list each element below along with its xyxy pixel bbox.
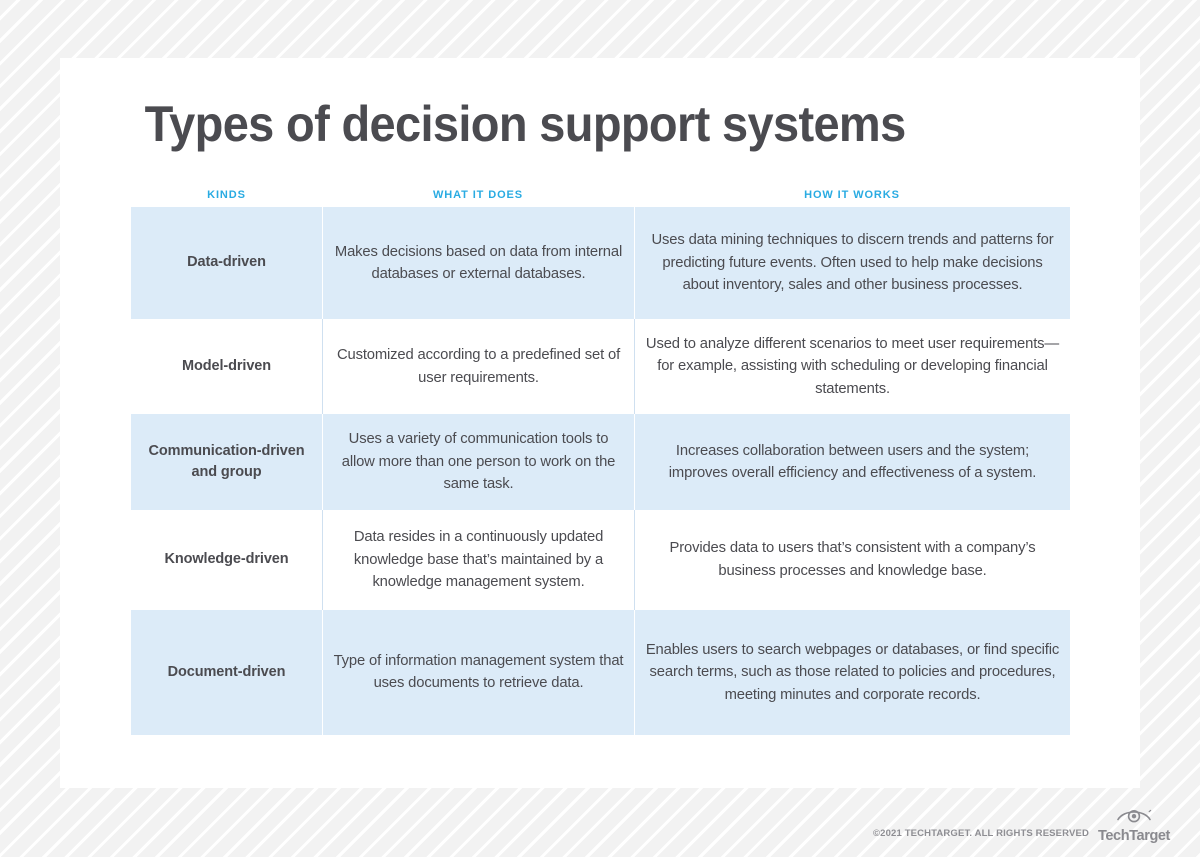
copyright-text: ©2021 TECHTARGET. ALL RIGHTS RESERVED (873, 828, 1089, 839)
cell-kind: Model-driven (181, 358, 272, 375)
cell-what-it-does: Makes decisions based on data from inter… (322, 207, 634, 319)
cell-what-it-does: Customized according to a predefined set… (322, 319, 634, 415)
logo-wordmark: TechTarget (1097, 827, 1170, 844)
dss-types-table: KINDS WHAT IT DOES HOW IT WORKS Data-dri… (131, 183, 1070, 735)
cell-kind: Communication-driven and group (148, 443, 305, 481)
cell-how-it-works: Provides data to users that’s consistent… (634, 509, 1070, 610)
cell-kind: Document-driven (167, 663, 286, 680)
cell-what-it-does: Uses a variety of communication tools to… (322, 414, 634, 510)
table-row: Document-driven Type of information mana… (131, 609, 1070, 735)
page-title: Types of decision support systems (144, 96, 907, 152)
table-row: Communication-driven and group Uses a va… (131, 414, 1070, 510)
table-row: Data-driven Makes decisions based on dat… (131, 207, 1070, 319)
cell-kind: Knowledge-driven (164, 551, 289, 568)
table-row: Knowledge-driven Data resides in a conti… (131, 509, 1070, 610)
column-header-how-it-works: HOW IT WORKS (804, 189, 900, 201)
techtarget-logo: TechTarget (1098, 807, 1170, 844)
cell-kind: Data-driven (187, 254, 266, 271)
column-header-kinds: KINDS (207, 189, 246, 201)
cell-what-it-does: Type of information management system th… (322, 609, 634, 735)
infographic-card: Types of decision support systems KINDS … (60, 58, 1140, 788)
table-header-row: KINDS WHAT IT DOES HOW IT WORKS (131, 183, 1070, 207)
column-header-what-it-does: WHAT IT DOES (432, 189, 524, 201)
cell-how-it-works: Uses data mining techniques to discern t… (634, 207, 1070, 319)
eye-icon (1116, 807, 1152, 828)
table-row: Model-driven Customized according to a p… (131, 319, 1070, 415)
cell-how-it-works: Increases collaboration between users an… (634, 414, 1070, 510)
cell-how-it-works: Enables users to search webpages or data… (634, 609, 1070, 735)
cell-what-it-does: Data resides in a continuously updated k… (322, 509, 634, 610)
cell-how-it-works: Used to analyze different scenarios to m… (634, 319, 1070, 415)
footer: ©2021 TECHTARGET. ALL RIGHTS RESERVED Te… (873, 807, 1170, 844)
